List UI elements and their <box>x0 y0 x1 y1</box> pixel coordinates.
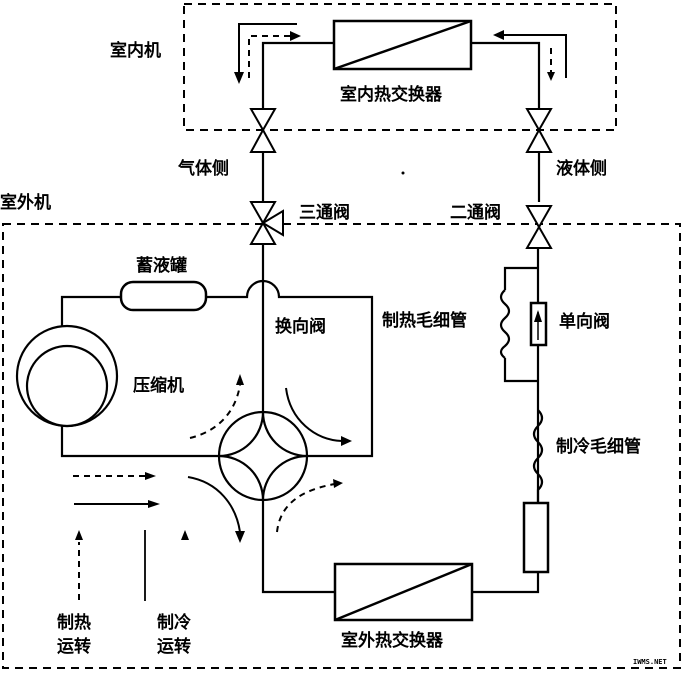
compressor <box>15 324 119 428</box>
indoor-right-cooling-arrow <box>493 30 567 78</box>
cooling-capillary <box>532 409 544 503</box>
indoor-left-cooling-arrow <box>234 23 297 84</box>
three-way-valve-label: 三通阀 <box>299 202 350 223</box>
outdoor-heat-exchanger-label: 室外热交换器 <box>341 630 444 651</box>
compressor-label: 压缩机 <box>133 375 184 396</box>
discharge-pipe <box>60 426 220 458</box>
legend-cooling-pointer <box>144 530 189 601</box>
outdoor-unit-label: 室外机 <box>0 192 51 213</box>
legend-cooling-line1: 制冷 <box>157 612 191 633</box>
reversing-valve-label: 换向阀 <box>275 316 326 337</box>
heating-capillary <box>499 289 511 359</box>
indoor-heat-exchanger <box>332 19 473 71</box>
reversing-valve <box>217 410 309 502</box>
indoor-liquid-pipe <box>471 41 541 110</box>
indoor-left-heating-arrow <box>248 31 301 78</box>
outdoor-unit-boundary <box>2 223 681 669</box>
legend-cooling-arrow <box>74 500 160 508</box>
three-way-valve <box>249 201 284 245</box>
two-way-valve <box>525 205 553 249</box>
indoor-heat-exchanger-label: 室内热交换器 <box>340 84 443 105</box>
reversing-valve-heating-arrow-right <box>276 479 343 533</box>
reversing-valve-cooling-arrow-right <box>285 387 352 446</box>
legend-heating-line2: 运转 <box>57 636 91 657</box>
strainer <box>522 501 550 574</box>
indoor-unit-boundary <box>183 3 617 131</box>
legend-heating-line1: 制热 <box>57 612 91 633</box>
two-way-valve-label: 二通阀 <box>450 202 501 223</box>
reversing-valve-cooling-arrow-down <box>187 476 245 543</box>
liquid-side-valve <box>525 108 553 153</box>
accumulator-to-valve-pipe <box>206 279 374 458</box>
watermark: IWMS.NET <box>633 658 667 666</box>
check-valve-label: 单向阀 <box>559 311 610 332</box>
legend-heating-pointer <box>75 530 83 600</box>
stray-dot <box>401 171 405 175</box>
outdoor-hx-liquid-pipe <box>472 572 540 594</box>
accumulator-label: 蓄液罐 <box>136 255 187 276</box>
cooling-capillary-label: 制冷毛细管 <box>556 436 641 457</box>
liquid-side-label: 液体侧 <box>556 158 607 179</box>
indoor-right-heating-arrow <box>547 48 555 81</box>
accumulator <box>119 280 208 312</box>
legend-heating-arrow <box>73 472 156 480</box>
reversing-valve-heating-arrow-up <box>189 374 244 439</box>
suction-pipe <box>60 295 121 330</box>
gas-side-label: 气体侧 <box>177 158 229 179</box>
outdoor-heat-exchanger <box>333 562 474 622</box>
heating-capillary-label: 制热毛细管 <box>382 310 467 331</box>
legend-cooling-line2: 运转 <box>157 636 191 657</box>
valve-to-outdoor-hx-pipe <box>261 500 334 594</box>
indoor-gas-pipe <box>261 41 334 110</box>
check-valve <box>529 301 548 347</box>
indoor-unit-label: 室内机 <box>110 40 161 61</box>
